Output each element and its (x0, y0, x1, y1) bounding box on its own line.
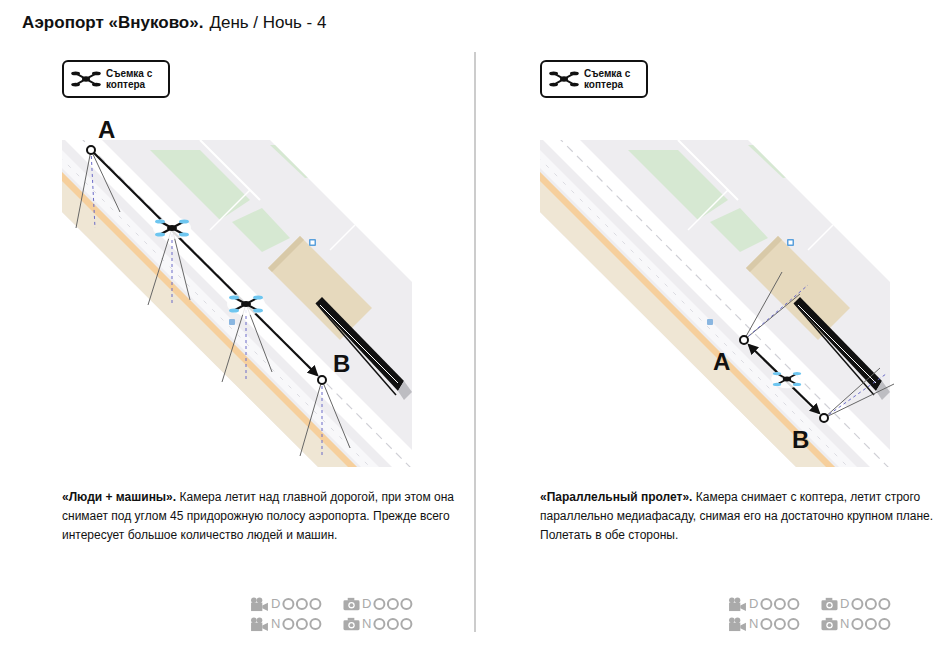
rating-label: N (362, 617, 371, 631)
rating-dot (866, 599, 876, 609)
rating-dot (297, 619, 307, 629)
rating-label: N (840, 617, 849, 631)
badge-text: Съемка с коптера (584, 68, 642, 90)
badge: Съемка с коптера (62, 60, 170, 98)
rating-label: D (271, 597, 280, 611)
rating-label: D (840, 597, 849, 611)
rating-label: N (271, 617, 280, 631)
rating-dot (374, 599, 384, 609)
camera-icon (343, 618, 359, 630)
drone-icon (70, 69, 102, 89)
drone-icon (548, 69, 580, 89)
caption-heading: «Параллельный пролет». (540, 490, 692, 504)
camera-icon (821, 598, 837, 610)
badge-text: Съемка с коптера (106, 68, 164, 90)
rating-dot (852, 599, 862, 609)
camera-icon (251, 617, 268, 631)
rating-dot (283, 599, 293, 609)
subtitle: День / Ночь - 4 (209, 13, 326, 33)
page-title: Аэропорт «Внуково». (22, 13, 203, 33)
rating-dot (775, 619, 785, 629)
rating-dot (374, 619, 384, 629)
point-label: B (790, 428, 811, 452)
point-label: B (331, 352, 352, 376)
rating-label: D (362, 597, 371, 611)
camera-icon (821, 618, 837, 630)
rating-dot (788, 619, 798, 629)
rating-dot (775, 599, 785, 609)
rating-dot (761, 619, 771, 629)
rating-dot (388, 619, 398, 629)
rating-dot (879, 599, 889, 609)
camera-icon (251, 597, 268, 611)
map-left (0, 38, 500, 670)
camera-icon (729, 597, 746, 611)
caption-heading: «Люди + машины». (62, 490, 176, 504)
rating-dot (310, 619, 320, 629)
rating-dot (401, 619, 411, 629)
badge: Съемка с коптера (540, 60, 648, 98)
rating-dot (283, 619, 293, 629)
caption: «Параллельный пролет». Камера снимает с … (540, 488, 945, 545)
rating-dot (761, 599, 771, 609)
point-label: A (711, 350, 732, 374)
map-right (478, 38, 950, 670)
camera-icon (343, 598, 359, 610)
rating-dot (879, 619, 889, 629)
point-label: A (96, 118, 117, 142)
rating-dot (310, 599, 320, 609)
rating-dot (401, 599, 411, 609)
divider (475, 52, 476, 632)
rating-dot (852, 619, 862, 629)
caption: «Люди + машины». Камера летит над главно… (62, 488, 467, 545)
rating-label: D (749, 597, 758, 611)
rating-dot (297, 599, 307, 609)
rating-dot (788, 599, 798, 609)
rating-dot (866, 619, 876, 629)
rating-label: N (749, 617, 758, 631)
rating-icons (251, 597, 889, 631)
camera-icon (729, 617, 746, 631)
rating-dot (388, 599, 398, 609)
